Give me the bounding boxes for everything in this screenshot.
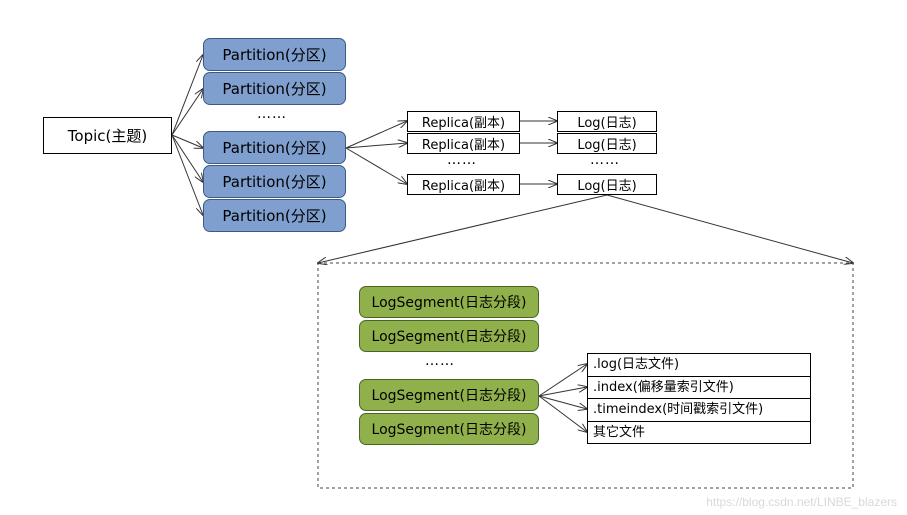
replica-node: Replica(副本) [407, 133, 520, 154]
arrow-partition-replica-3 [345, 147, 407, 184]
replica-node: Replica(副本) [407, 111, 520, 132]
log-node: Log(日志) [557, 111, 657, 132]
arrow-topic-partition-5 [171, 134, 203, 215]
arrow-log-zoom-right [606, 194, 853, 263]
arrow-log-zoom-left [318, 194, 608, 263]
watermark-text: https://blog.csdn.net/LINBE_blazers [706, 495, 897, 509]
partition-node: Partition(分区) [203, 38, 346, 71]
arrow-topic-partition-4 [171, 134, 203, 182]
logsegment-node: LogSegment(日志分段) [359, 320, 539, 352]
arrow-partition-replica-2 [345, 143, 407, 149]
arrow-topic-partition-2 [171, 89, 203, 136]
partition-node: Partition(分区) [203, 131, 346, 164]
logsegment-node: LogSegment(日志分段) [359, 379, 539, 411]
logsegment-node: LogSegment(日志分段) [359, 286, 539, 318]
arrow-partition-replica-1 [345, 121, 407, 149]
log-node: Log(日志) [557, 174, 657, 195]
arrow-topic-partition-3 [171, 134, 203, 148]
replica-ellipsis: …… [447, 152, 477, 168]
partition-node: Partition(分区) [203, 199, 346, 232]
file-other-row: 其它文件 [593, 424, 646, 440]
file-log-row: .log(日志文件) [588, 354, 810, 377]
file-index-row: .index(偏移量索引文件) [588, 377, 810, 399]
logsegment-node: LogSegment(日志分段) [359, 413, 539, 445]
segment-file-list: .log(日志文件) .index(偏移量索引文件) .timeindex(时间… [587, 353, 811, 444]
arrow-topic-partition-1 [171, 55, 203, 136]
log-node: Log(日志) [557, 133, 657, 154]
arrow-segment-file-2 [538, 387, 587, 397]
partition-node: Partition(分区) [203, 72, 346, 105]
logsegment-ellipsis: …… [425, 353, 455, 369]
topic-node: Topic(主题) [43, 117, 172, 154]
arrow-segment-file-1 [538, 364, 587, 397]
arrow-segment-file-4 [538, 395, 587, 432]
log-detail-container [317, 262, 854, 489]
partition-ellipsis: …… [257, 106, 287, 122]
partition-node: Partition(分区) [203, 165, 346, 198]
replica-node: Replica(副本) [407, 174, 520, 195]
arrow-segment-file-3 [538, 395, 587, 409]
log-ellipsis: …… [590, 152, 620, 168]
file-timeindex-row: .timeindex(时间戳索引文件) [588, 399, 810, 422]
